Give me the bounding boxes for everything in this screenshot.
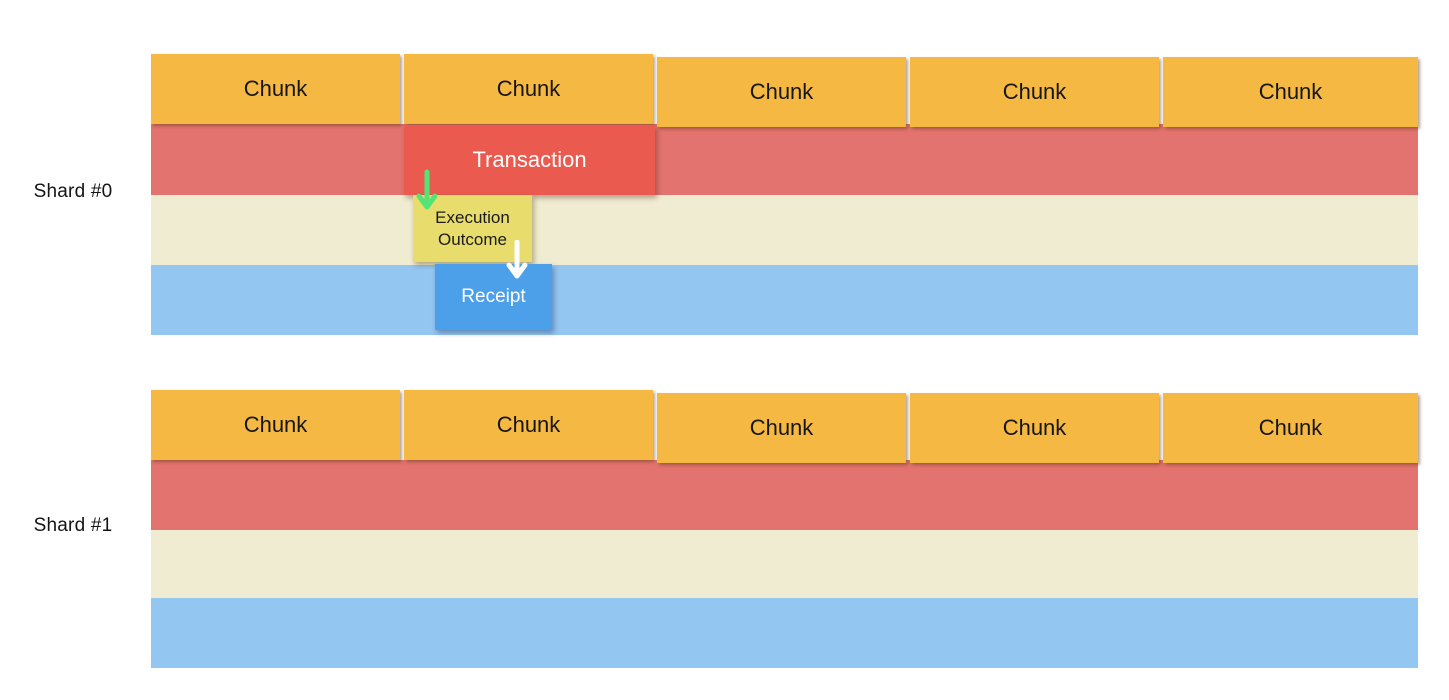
shard0-receipts-band xyxy=(151,265,1418,335)
shard1-transactions-band xyxy=(151,460,1418,530)
shard0-transactions-band xyxy=(151,124,1418,195)
shard1-execution-band xyxy=(151,530,1418,598)
shard1-receipts-band xyxy=(151,598,1418,668)
execution-outcome-line1: Execution xyxy=(435,207,510,227)
shard0-chunk-2: Chunk xyxy=(404,54,653,124)
execution-outcome-block: Execution Outcome xyxy=(413,195,532,262)
shard0-chunk-5: Chunk xyxy=(1163,57,1418,127)
shard0-chunk-4: Chunk xyxy=(910,57,1159,127)
shard1-chunk-5: Chunk xyxy=(1163,393,1418,463)
execution-outcome-line2: Outcome xyxy=(438,229,507,249)
shard0-execution-band xyxy=(151,195,1418,265)
shard0-label: Shard #0 xyxy=(33,181,113,202)
shard1-chunk-1: Chunk xyxy=(151,390,400,460)
shard0-chunk-3: Chunk xyxy=(657,57,906,127)
green-down-arrow-icon xyxy=(416,169,438,210)
shard1-label: Shard #1 xyxy=(33,515,113,536)
shard0-chunk-1: Chunk xyxy=(151,54,400,124)
shard1-chunk-3: Chunk xyxy=(657,393,906,463)
transaction-block: Transaction xyxy=(404,125,655,195)
white-down-arrow-icon xyxy=(506,240,528,279)
receipt-block: Receipt xyxy=(435,264,552,330)
shard1-chunk-4: Chunk xyxy=(910,393,1159,463)
shard1-chunk-2: Chunk xyxy=(404,390,653,460)
